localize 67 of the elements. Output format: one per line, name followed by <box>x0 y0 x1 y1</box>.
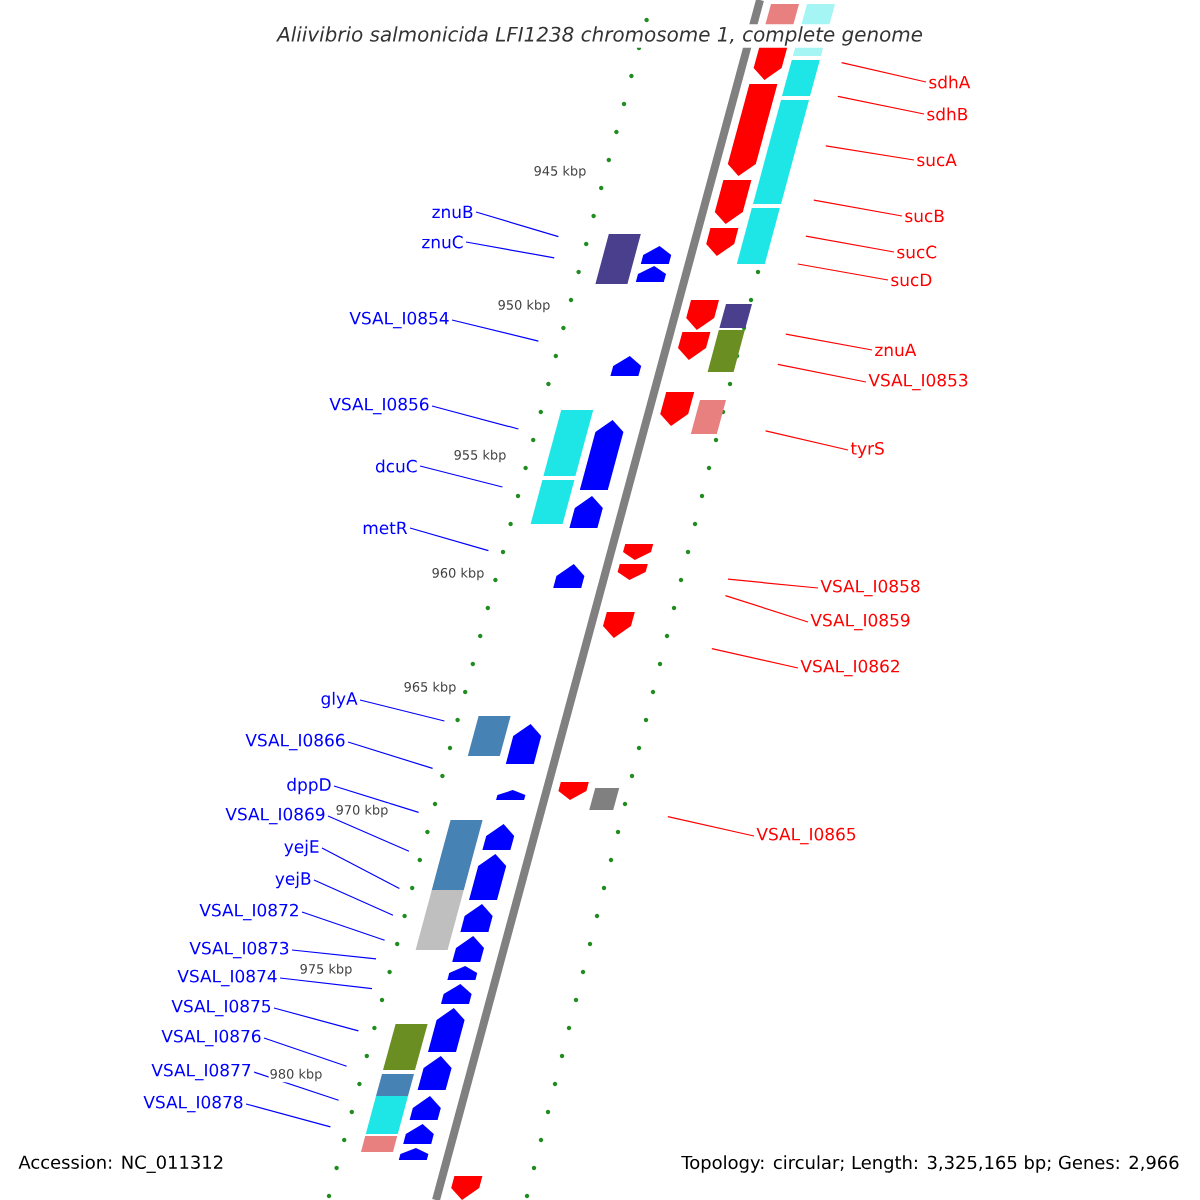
leader-line <box>475 211 559 238</box>
gene-label: sucA <box>917 153 957 167</box>
leader-line <box>724 595 809 623</box>
topology-text: Topology: circular; Length: 3,325,165 bp; Genes: 2,966 <box>681 1155 1179 1173</box>
accession-text: Accession: NC_011312 <box>18 1155 223 1173</box>
leader-line <box>313 879 394 916</box>
gene-label: sucC <box>897 245 937 259</box>
gene-label: sdhA <box>929 75 971 89</box>
gene-label: VSAL_I0873 <box>189 941 289 959</box>
gene-label: VSAL_I0866 <box>245 733 345 751</box>
gene-label: VSAL_I0862 <box>800 659 899 677</box>
leader-line <box>465 241 555 259</box>
leader-line <box>321 847 400 889</box>
leader-line <box>291 949 377 960</box>
gene-label: VSAL_I0878 <box>143 1095 243 1113</box>
gene-label: VSAL_I0856 <box>329 397 429 415</box>
gene-label: VSAL_I0858 <box>820 579 920 597</box>
leader-line <box>245 1103 331 1128</box>
gene-label: VSAL_I0875 <box>171 999 271 1017</box>
leader-line <box>765 430 849 451</box>
leader-line <box>785 333 873 351</box>
leader-line <box>667 816 755 837</box>
leader-line <box>727 578 819 589</box>
gene-label: yejE <box>284 839 319 857</box>
gene-label: znuB <box>432 205 473 219</box>
title: Aliivibrio salmonicida LFI1238 chromosome 1, complete genome <box>275 24 925 48</box>
gene-label: VSAL_I0874 <box>177 969 277 987</box>
gene-label: VSAL_I0869 <box>225 807 325 825</box>
leader-line <box>263 1037 348 1067</box>
gene-label: VSAL_I0853 <box>868 373 968 391</box>
leader-line <box>347 741 434 769</box>
gene-label: dppD <box>287 777 331 795</box>
gene-label: sdhB <box>927 107 968 121</box>
leader-line <box>837 95 925 115</box>
gene-label: metR <box>363 521 408 535</box>
leader-line <box>359 699 445 722</box>
leader-line <box>813 199 903 217</box>
gene-label: VSAL_I0872 <box>199 903 298 921</box>
leader-line <box>301 911 386 941</box>
gene-label: VSAL_I0876 <box>161 1029 261 1047</box>
gene-label: VSAL_I0877 <box>151 1063 251 1081</box>
leader-line <box>825 145 915 161</box>
gene-label: VSAL_I0865 <box>756 827 856 845</box>
gene-label: VSAL_I0854 <box>349 311 449 329</box>
leader-line <box>279 977 373 990</box>
gene-label: VSAL_I0859 <box>810 613 910 631</box>
leader-line <box>797 263 889 281</box>
gene-label: tyrS <box>850 441 884 459</box>
leader-line <box>777 363 867 383</box>
leader-line <box>841 62 927 83</box>
gene-label: sucB <box>905 209 944 223</box>
gene-label: znuC <box>422 235 463 249</box>
gene-label: dcuC <box>375 459 417 473</box>
leader-line <box>327 815 410 852</box>
leader-line <box>409 527 489 552</box>
gene-label: sucD <box>891 273 932 287</box>
gene-label: yejB <box>275 871 311 889</box>
gene-label: glyA <box>321 691 358 709</box>
leader-line <box>333 785 420 813</box>
leader-line <box>273 1007 359 1032</box>
leader-line <box>451 319 539 342</box>
leader-line <box>805 235 895 253</box>
leader-line <box>253 1071 340 1101</box>
leader-line <box>419 465 503 488</box>
gene-label: znuA <box>875 343 917 357</box>
leader-line <box>431 405 519 430</box>
leader-line <box>711 648 799 669</box>
